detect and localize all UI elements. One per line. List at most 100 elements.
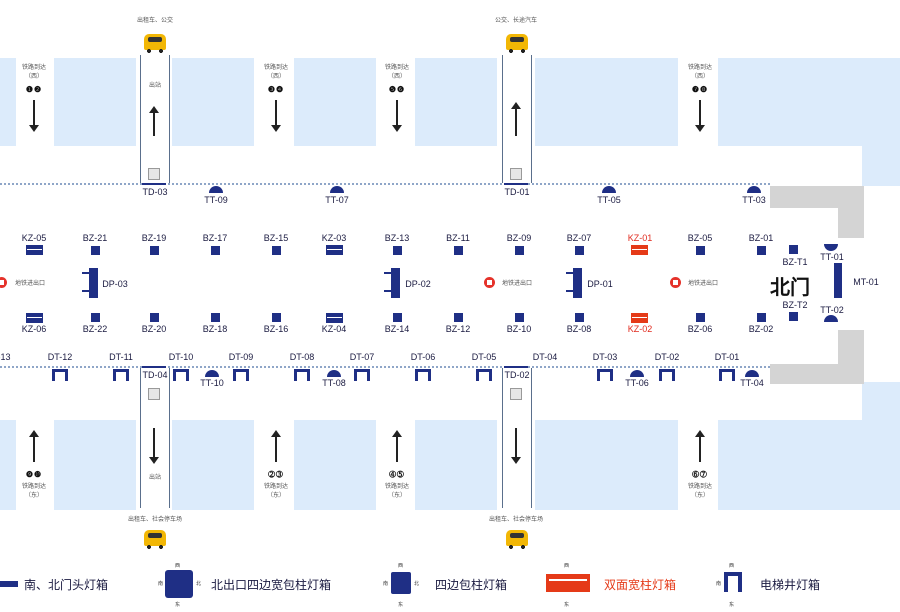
legend-column-swatch <box>391 572 411 594</box>
tt-label: TT-02 <box>820 305 844 315</box>
tt-label: TT-03 <box>742 195 766 205</box>
tt-marker <box>824 315 838 322</box>
boundary-line <box>0 366 770 368</box>
rail-arrive-label: 铁路到达（东） <box>687 484 713 499</box>
down-arrow-icon <box>392 100 402 132</box>
down-arrow-icon <box>149 428 159 464</box>
td-label: TD-02 <box>504 370 530 380</box>
dt-elevator-box <box>52 369 68 381</box>
dt-label: DT-11 <box>109 352 133 362</box>
building-block <box>535 58 678 146</box>
legend-dir-north: 北 <box>414 581 420 587</box>
td-label: TD-01 <box>504 187 530 197</box>
station-map: 出租车、公交 公交、长途汽车 出租车、社会停车场 出租车、社会停车场 出站 出站… <box>0 18 900 549</box>
legend-dir-west: 西 <box>398 563 404 569</box>
tt-marker <box>824 244 838 251</box>
tt-label: TT-04 <box>740 378 764 388</box>
bz-label: BZ-07 <box>566 233 592 243</box>
taxi-icon <box>506 34 528 53</box>
dt-elevator-box <box>113 369 129 381</box>
boundary-line <box>0 183 770 185</box>
gate-number: ❸❹ <box>267 85 285 94</box>
dt-elevator-box <box>294 369 310 381</box>
building-block <box>294 58 376 146</box>
dt-label: DT-10 <box>168 352 194 362</box>
gate-icon <box>148 168 160 180</box>
tt-marker <box>330 186 344 193</box>
down-arrow-icon <box>695 100 705 132</box>
kz-column-box <box>26 313 43 323</box>
bz-label: BZ-09 <box>506 233 532 243</box>
transport-label: 出租车、社会停车场 <box>127 517 183 523</box>
tt-marker <box>602 186 616 193</box>
bz-label: BZ-17 <box>202 233 228 243</box>
dt-elevator-box <box>354 369 370 381</box>
up-arrow-icon <box>149 106 159 136</box>
kz-column-box <box>631 313 648 323</box>
dt-label: DT-12 <box>47 352 73 362</box>
kz-column-box <box>326 245 343 255</box>
bz-column-box <box>789 245 798 254</box>
bz-column-box <box>696 246 705 255</box>
metro-icon <box>0 277 7 288</box>
bz-column-box <box>150 313 159 322</box>
dp-label: DP-02 <box>405 279 431 289</box>
bz-label: BZ-08 <box>566 324 592 334</box>
tt-marker <box>630 370 644 377</box>
gate-icon <box>148 388 160 400</box>
kz-label: KZ-05 <box>21 233 47 243</box>
legend-double-column-stripe <box>549 579 587 581</box>
bz-column-box <box>515 313 524 322</box>
legend-dir-west: 西 <box>175 563 181 569</box>
transport-label: 出租车、社会停车场 <box>488 517 544 523</box>
bz-label: BZ-05 <box>687 233 713 243</box>
bz-label: BZ-02 <box>748 324 774 334</box>
legend-door-head-label: 南、北门头灯箱 <box>24 578 109 592</box>
tt-label: TT-01 <box>820 252 844 262</box>
legend-dir-south: 南 <box>716 581 722 587</box>
dt-label: DT-09 <box>228 352 254 362</box>
tt-marker <box>327 370 341 377</box>
tt-label: TT-06 <box>625 378 649 388</box>
legend-door-head-swatch <box>0 581 18 587</box>
bz-column-box <box>91 246 100 255</box>
dt-elevator-box <box>173 369 189 381</box>
transport-label: 公交、长途汽车 <box>494 18 538 24</box>
building-block <box>535 420 678 510</box>
mt-label: MT-01 <box>853 277 879 287</box>
bz-label: BZ-22 <box>82 324 108 334</box>
building-block <box>0 420 16 510</box>
legend-wide-column-label: 北出口四边宽包柱灯箱 <box>211 578 332 592</box>
rail-arrive-label: 铁路到达（西） <box>263 65 289 80</box>
bz-label: BZ-16 <box>263 324 289 334</box>
gate-number: ❺❻ <box>388 85 406 94</box>
building-block <box>54 58 136 146</box>
rail-arrive-label: 铁路到达（西） <box>687 65 713 80</box>
tt-marker <box>747 186 761 193</box>
tt-label: TT-07 <box>325 195 349 205</box>
legend: 南、北门头灯箱 西 南 北 东 北出口四边宽包柱灯箱 西 南 北 东 四边包柱灯… <box>0 560 900 612</box>
down-arrow-icon <box>29 100 39 132</box>
bz-column-box <box>515 246 524 255</box>
metro-icon <box>484 277 495 288</box>
north-gate-title: 北门 <box>770 277 810 299</box>
dp-column-box <box>384 268 400 298</box>
building-block <box>718 58 900 146</box>
bz-label: BZ-19 <box>141 233 167 243</box>
bz-label: BZ-06 <box>687 324 713 334</box>
rail-arrive-label: 铁路到达（东） <box>384 484 410 499</box>
legend-elevator-swatch <box>724 572 742 592</box>
dp-column-box <box>82 268 98 298</box>
building-block <box>172 58 254 146</box>
building-block <box>172 420 254 510</box>
door-head-box <box>142 183 166 185</box>
exit-lane <box>502 55 532 183</box>
bz-column-box <box>393 246 402 255</box>
tt-label: TT-08 <box>322 378 346 388</box>
dt-label: DT-06 <box>410 352 436 362</box>
taxi-icon <box>144 34 166 53</box>
bz-label: BZ-T1 <box>782 257 808 267</box>
legend-column-label: 四边包柱灯箱 <box>435 578 508 592</box>
dt-label: DT-05 <box>471 352 497 362</box>
kz-label: KZ-06 <box>21 324 47 334</box>
